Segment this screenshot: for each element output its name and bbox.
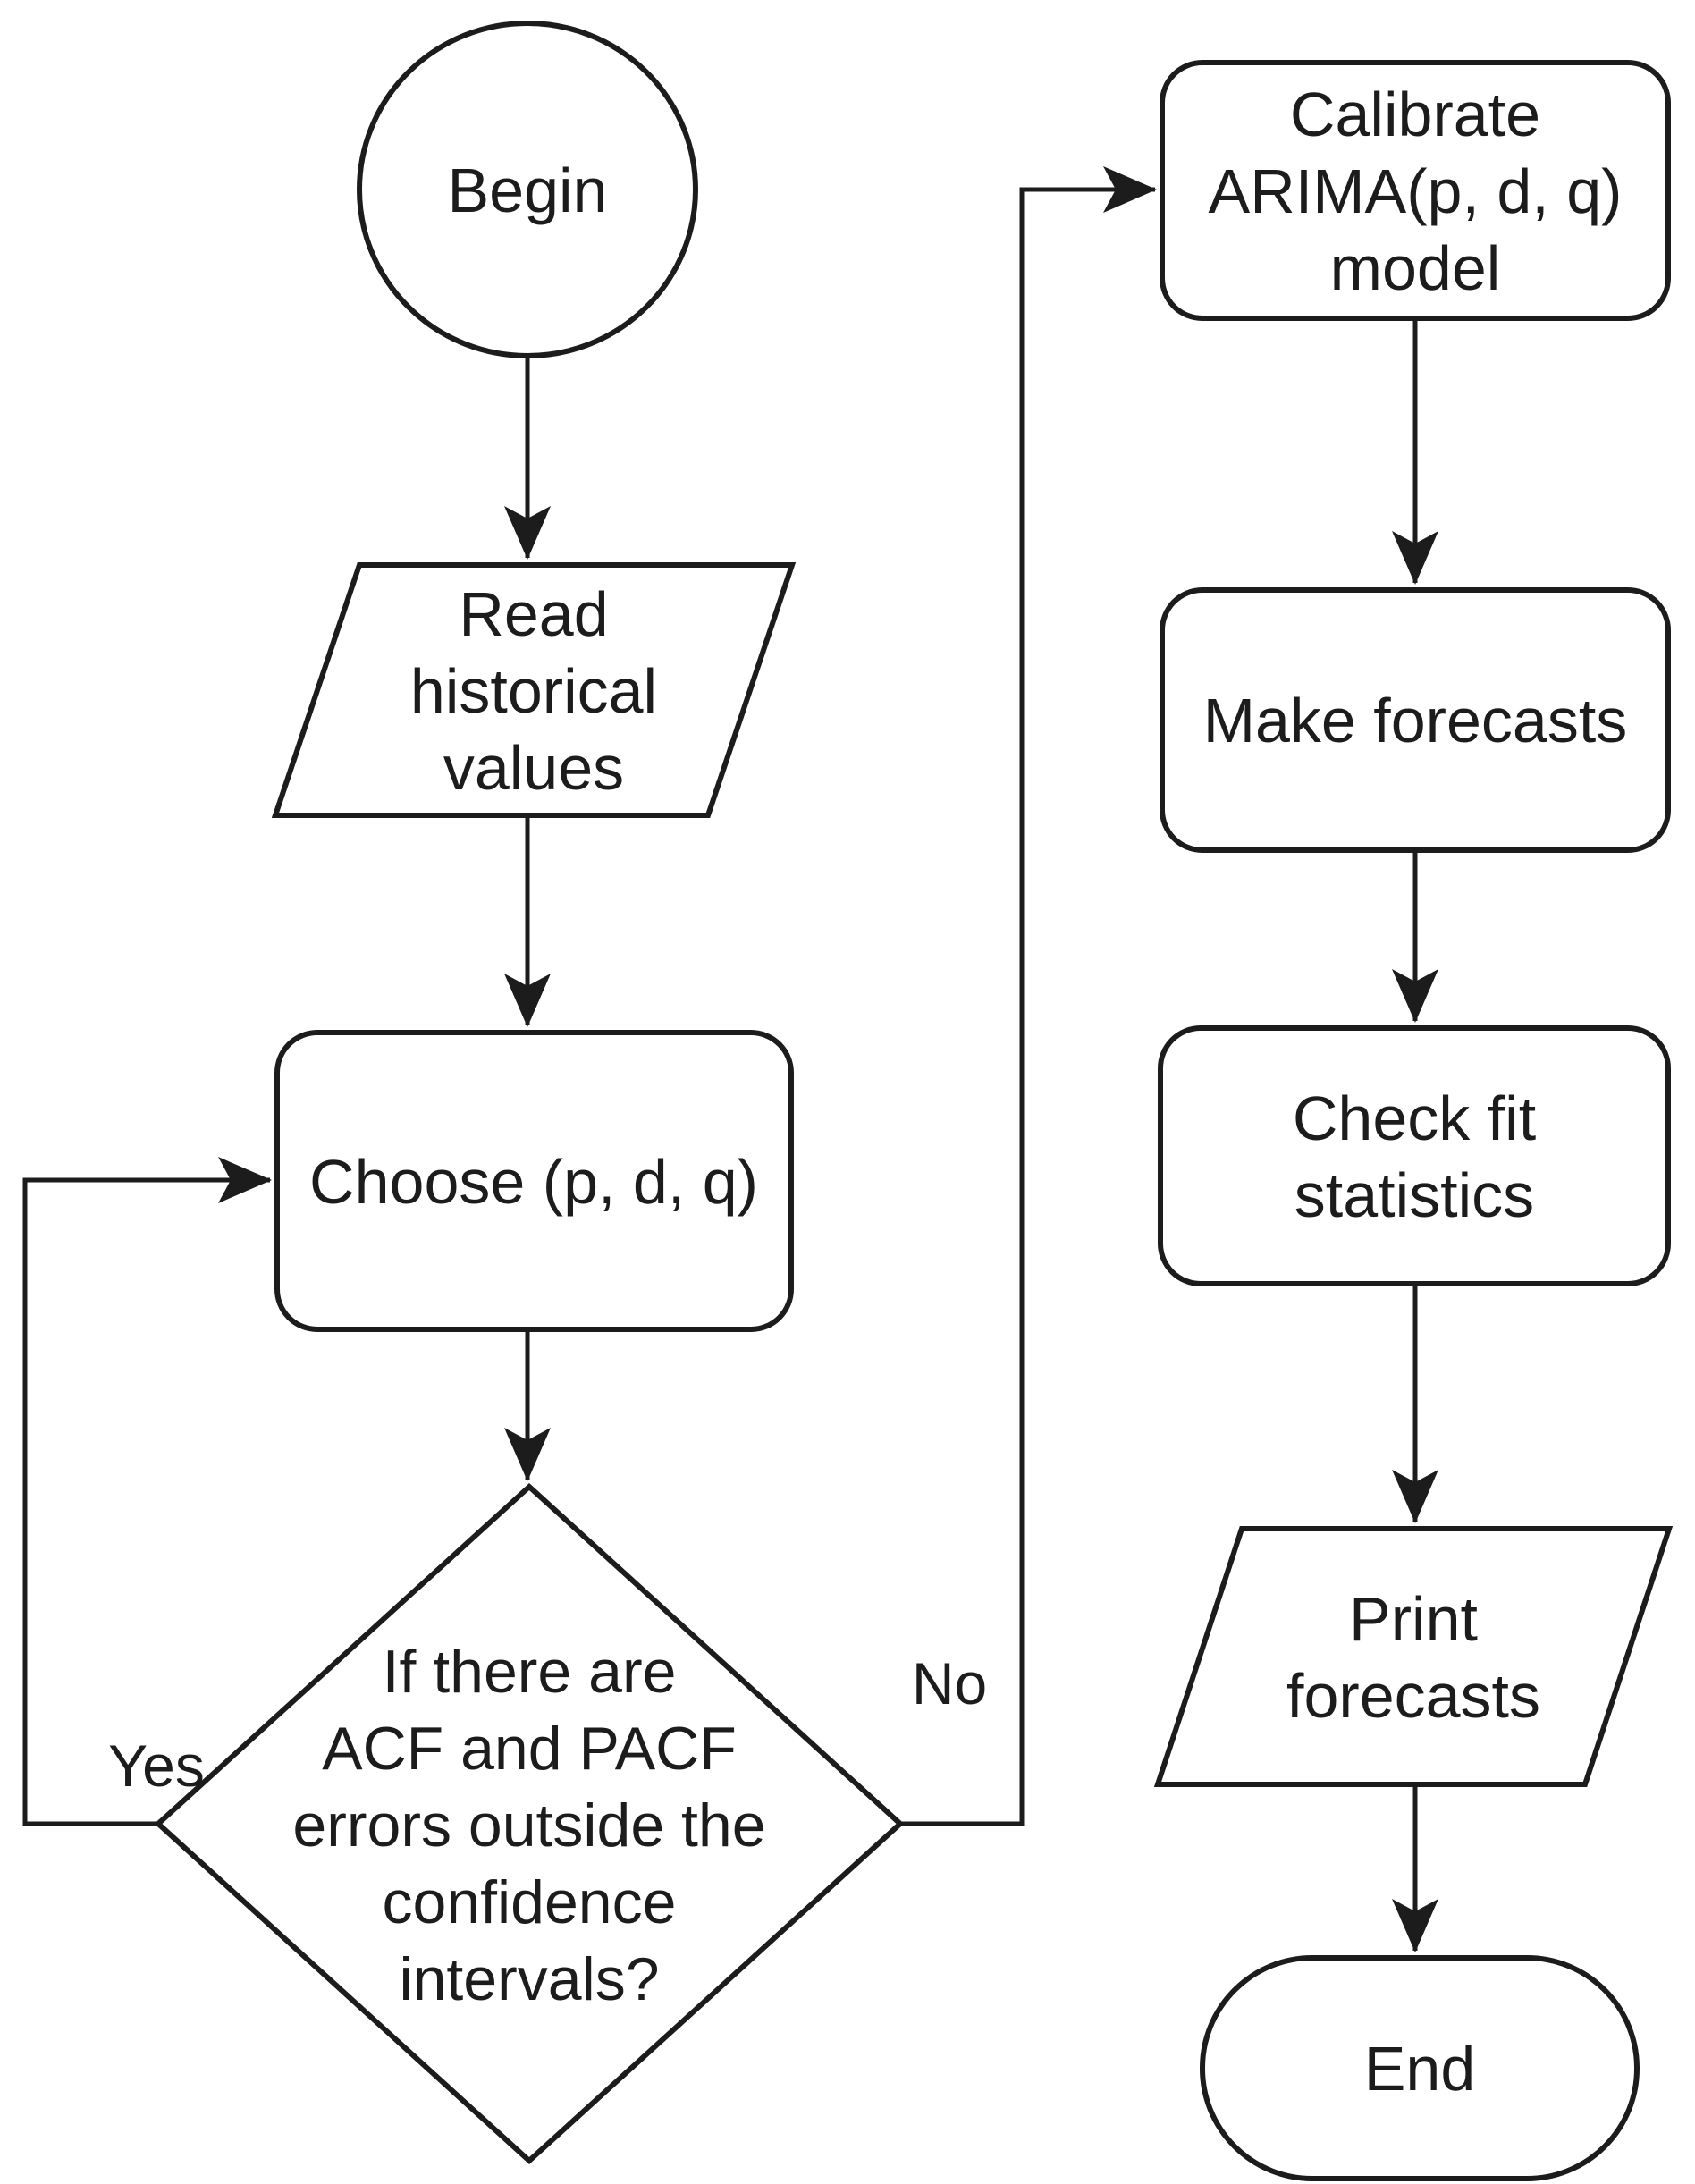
end-label: End [1364,2034,1476,2104]
begin-circle [357,21,698,358]
node-acf-pacf-decision: If there are ACF and PACF errors outside… [154,1482,905,2165]
read-values-line-2: historical [410,656,657,726]
node-calibrate-arima: Calibrate ARIMA(p, d, q) model [1160,60,1671,321]
print-forecasts-parallelogram [1153,1526,1674,1787]
yes-branch-label: Yes [108,1733,205,1799]
node-end: End [1200,1955,1640,2181]
nodes: Begin Read historical values Choose (p, … [154,21,1674,2181]
end-stadium [1200,1955,1640,2181]
check-fit-box [1158,1025,1671,1286]
node-check-fit-statistics: Check fit statistics [1158,1025,1671,1286]
choose-pdq-label: Choose (p, d, q) [309,1147,758,1217]
edges [22,166,1438,1952]
read-values-line-1: Read [459,579,608,649]
choose-pdq-box [274,1030,794,1332]
calibrate-line-3: model [1330,233,1501,303]
read-values-line-3: values [443,733,624,803]
begin-label: Begin [447,156,607,225]
read-values-parallelogram [271,562,797,818]
node-print-forecasts: Print forecasts [1153,1526,1674,1787]
decision-line-4: confidence [383,1868,677,1936]
calibrate-line-1: Calibrate [1290,80,1540,149]
node-make-forecasts: Make forecasts [1160,587,1671,853]
edge-labels: Yes No [108,1650,987,1799]
check-fit-line-1: Check fit [1293,1084,1536,1153]
node-read-historical-values: Read historical values [271,562,797,818]
print-forecasts-line-2: forecasts [1286,1661,1540,1731]
node-choose-pdq: Choose (p, d, q) [274,1030,794,1332]
print-forecasts-line-1: Print [1349,1584,1478,1654]
edge-decision-yes-loop [22,1157,272,1826]
calibrate-line-2: ARIMA(p, d, q) [1209,156,1623,226]
make-forecasts-label: Make forecasts [1203,686,1628,755]
decision-line-2: ACF and PACF [322,1715,737,1783]
no-branch-label: No [912,1650,987,1716]
decision-line-3: errors outside the [292,1792,765,1859]
edge-decision-no-to-calibrate [900,166,1157,1826]
node-begin: Begin [357,21,698,358]
calibrate-box [1160,60,1671,321]
decision-line-5: intervals? [399,1945,659,2013]
make-forecasts-box [1160,587,1671,853]
decision-line-1: If there are [383,1638,677,1706]
check-fit-line-2: statistics [1294,1160,1534,1230]
decision-diamond [154,1482,905,2165]
